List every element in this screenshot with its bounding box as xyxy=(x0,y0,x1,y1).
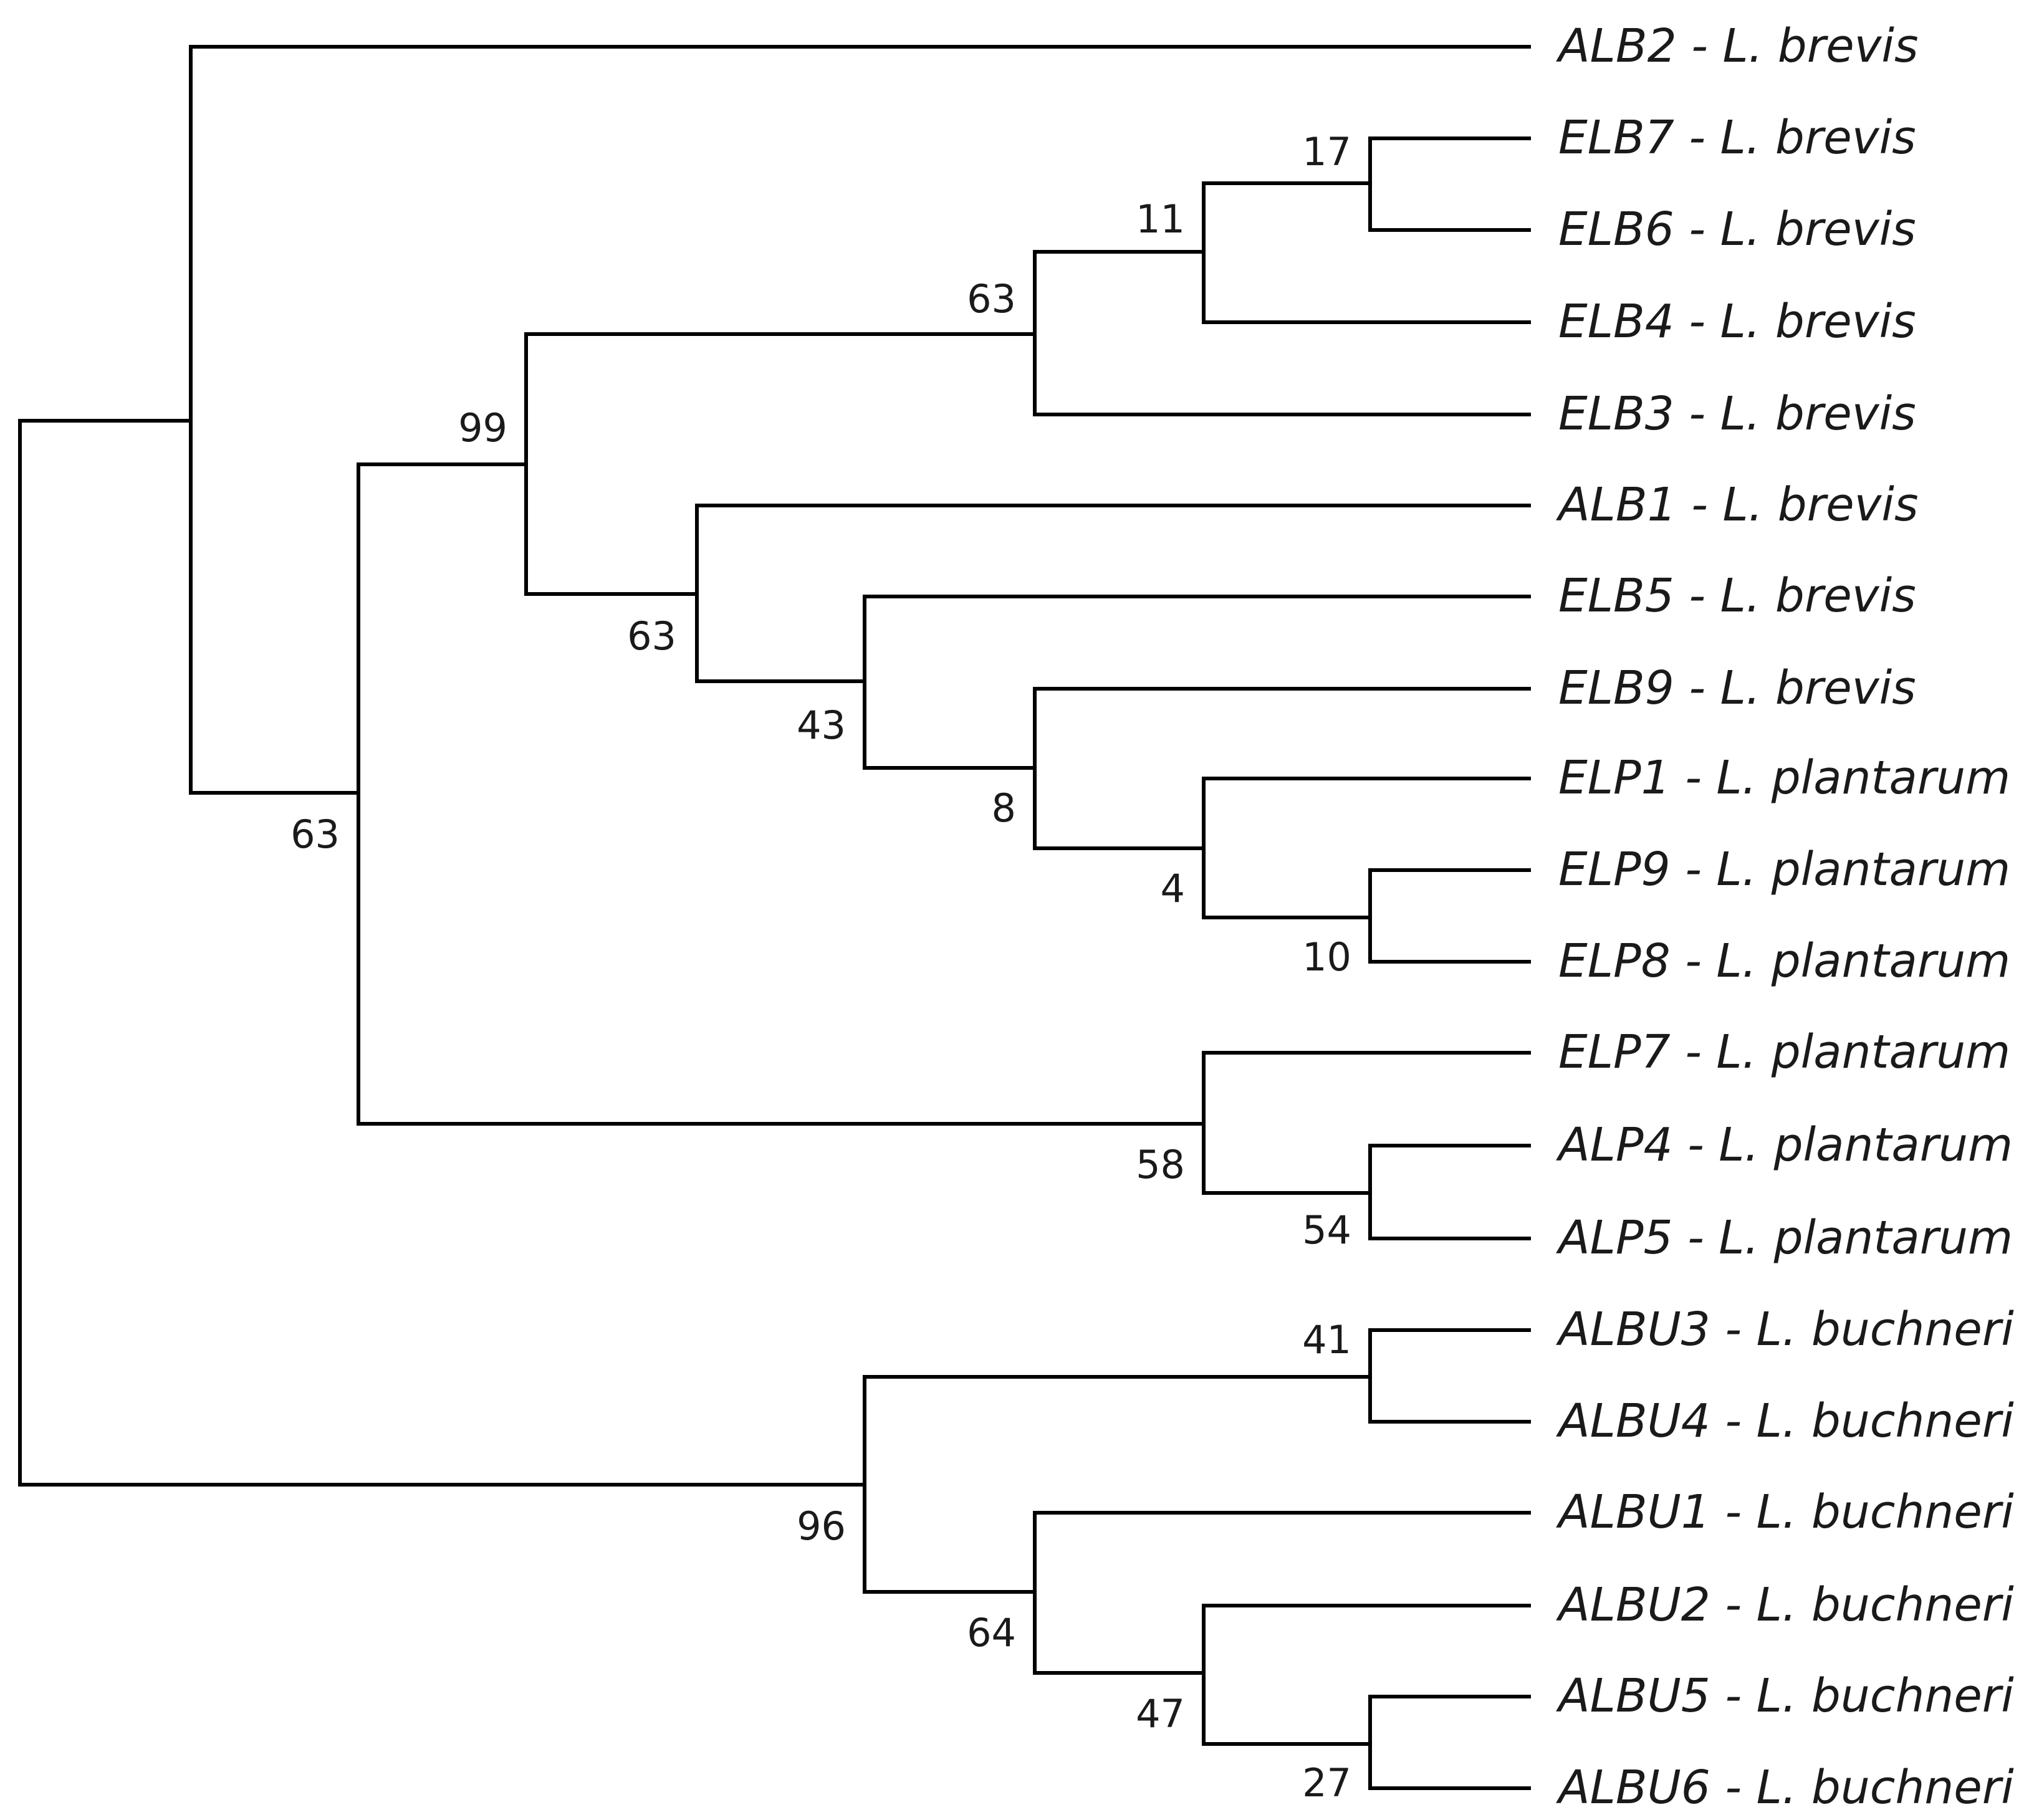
branch xyxy=(1033,687,1531,850)
leaf-labels: ALB2 - L. brevis ELB7 - L. brevis ELB6 -… xyxy=(1556,19,2014,1814)
leaf-label: ALBU4 - L. buchneri xyxy=(1556,1394,2014,1448)
leaf-label: ALB2 - L. brevis xyxy=(1556,19,1919,73)
leaf-label: ALBU3 - L. buchneri xyxy=(1556,1303,2014,1356)
bootstrap-value: 43 xyxy=(797,702,846,748)
bootstrap-value: 99 xyxy=(458,405,507,451)
branch xyxy=(863,595,1531,770)
branch xyxy=(1033,250,1531,416)
leaf-label: ALBU5 - L. buchneri xyxy=(1556,1669,2014,1723)
branch xyxy=(1033,1511,1531,1675)
leaf-label: ALP5 - L. plantarum xyxy=(1556,1211,2013,1265)
bootstrap-value: 27 xyxy=(1302,1760,1351,1806)
bootstrap-value: 63 xyxy=(290,812,340,857)
bootstrap-value: 41 xyxy=(1302,1317,1351,1363)
branch xyxy=(1202,1604,1531,1746)
branch xyxy=(357,462,1206,1126)
bootstrap-value: 4 xyxy=(1161,866,1185,911)
branch xyxy=(18,1375,1372,1594)
branch xyxy=(1202,181,1531,324)
leaf-label: ELB4 - L. brevis xyxy=(1558,295,1916,348)
bootstrap-value: 63 xyxy=(967,276,1016,322)
bootstrap-value: 63 xyxy=(627,613,676,659)
branch xyxy=(1202,777,1531,919)
branch xyxy=(1368,136,1531,232)
branch xyxy=(1368,1328,1531,1424)
bootstrap-value: 8 xyxy=(992,785,1016,831)
leaf-label: ALBU2 - L. buchneri xyxy=(1556,1578,2014,1632)
branch xyxy=(524,332,1037,596)
leaf-label: ELP9 - L. plantarum xyxy=(1558,843,2010,896)
branch xyxy=(1368,1144,1531,1240)
bootstrap-value: 47 xyxy=(1136,1691,1185,1736)
bootstrap-value: 96 xyxy=(797,1503,846,1549)
leaf-label: ALBU1 - L. buchneri xyxy=(1556,1485,2014,1539)
bootstrap-value: 17 xyxy=(1302,129,1351,175)
branch xyxy=(695,504,1531,683)
leaf-label: ALBU6 - L. buchneri xyxy=(1556,1761,2014,1814)
bootstrap-value: 64 xyxy=(967,1610,1016,1655)
leaf-label: ALB1 - L. brevis xyxy=(1556,478,1919,532)
leaf-label: ELB7 - L. brevis xyxy=(1558,111,1916,165)
branch xyxy=(18,45,1531,795)
leaf-label: ELP7 - L. plantarum xyxy=(1558,1025,2010,1079)
bootstrap-value: 10 xyxy=(1302,934,1351,980)
leaf-label: ELB9 - L. brevis xyxy=(1558,661,1916,715)
bootstrap-value: 11 xyxy=(1136,196,1185,242)
support-labels: 17 11 63 99 63 43 8 4 10 63 58 54 41 96 … xyxy=(290,129,1351,1806)
bootstrap-value: 54 xyxy=(1302,1207,1351,1253)
bootstrap-value: 58 xyxy=(1136,1142,1185,1187)
leaf-label: ELB6 - L. brevis xyxy=(1558,203,1916,256)
leaf-label: ELB5 - L. brevis xyxy=(1558,569,1916,623)
leaf-label: ELB3 - L. brevis xyxy=(1558,387,1916,441)
leaf-label: ELP8 - L. plantarum xyxy=(1558,934,2010,988)
leaf-label: ELP1 - L. plantarum xyxy=(1558,751,2010,805)
branch xyxy=(1368,868,1531,964)
branch xyxy=(1202,1051,1531,1195)
tree-branches xyxy=(18,45,1531,1790)
branch xyxy=(1368,1695,1531,1790)
leaf-label: ALP4 - L. plantarum xyxy=(1556,1118,2013,1172)
